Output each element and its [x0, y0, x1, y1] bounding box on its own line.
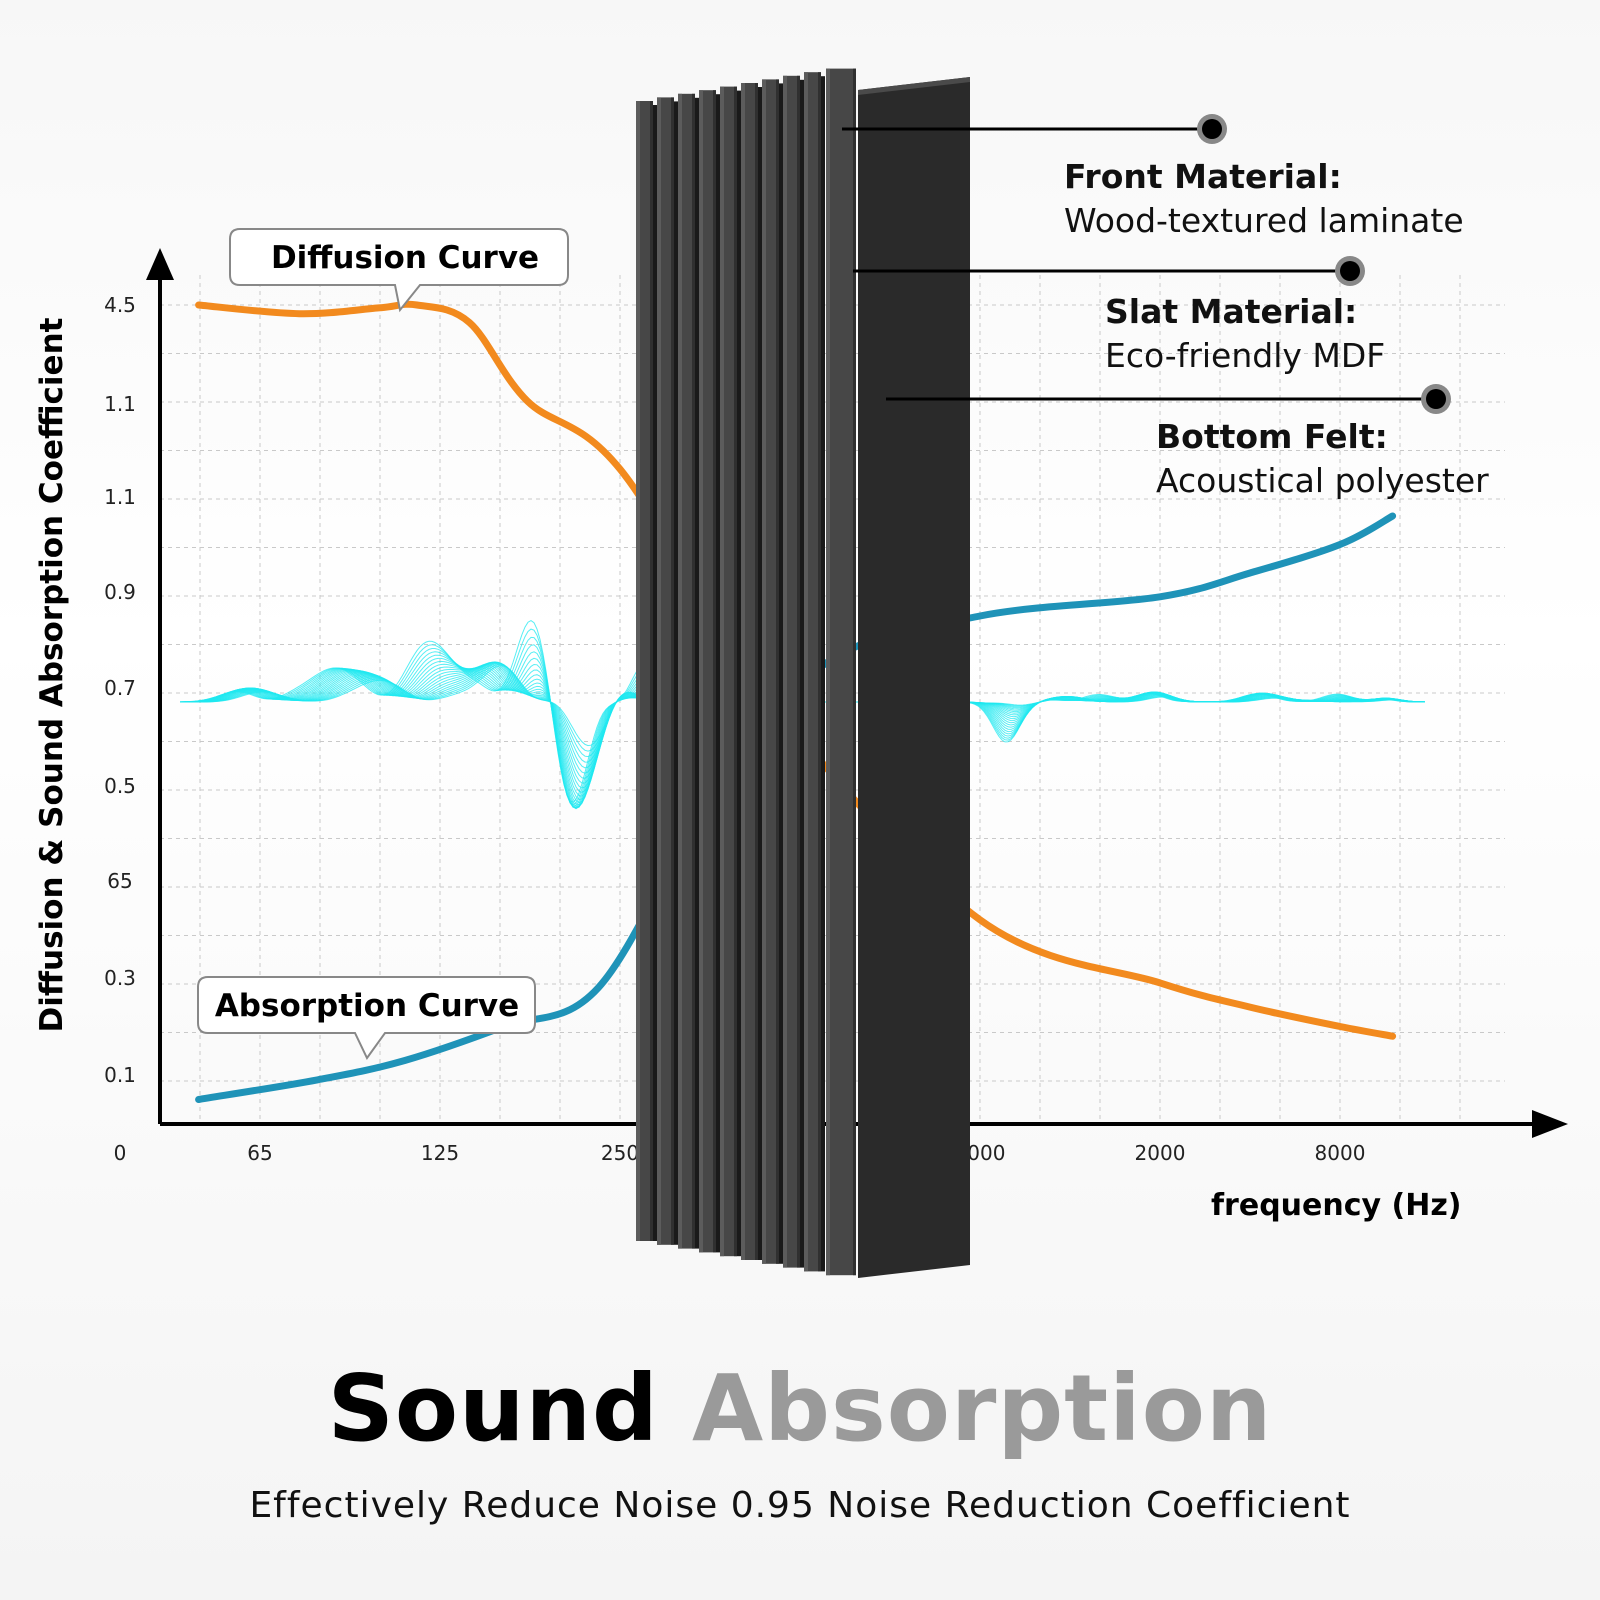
y-tick-label: 65 — [107, 869, 132, 893]
wood-slat-shadow — [776, 79, 779, 1264]
y-tick-label: 0.9 — [104, 580, 136, 604]
wood-slat — [678, 93, 695, 1249]
slat-gap — [821, 76, 825, 1272]
wood-slat-highlight — [762, 79, 766, 1264]
wood-slat-highlight — [720, 86, 724, 1257]
wood-slat — [699, 90, 716, 1253]
wood-slat — [636, 101, 653, 1241]
wood-slat — [741, 83, 758, 1260]
spec-front-value: Wood-textured laminate — [1064, 201, 1464, 240]
spec-leader-dot — [1340, 261, 1360, 281]
wood-slat-highlight — [783, 75, 787, 1268]
wood-slat-highlight — [741, 83, 745, 1260]
wood-slat-shadow — [818, 72, 821, 1272]
wood-slat — [783, 75, 800, 1268]
wood-slat-highlight — [826, 68, 830, 1276]
x-tick-label: 8000 — [1315, 1141, 1366, 1165]
spec-felt-label: Bottom Felt: — [1156, 417, 1388, 456]
spec-felt-value: Acoustical polyester — [1156, 461, 1489, 500]
x-axis-arrow — [1532, 1110, 1568, 1138]
page-subtitle: Effectively Reduce Noise 0.95 Noise Redu… — [249, 1485, 1351, 1526]
wood-slats — [636, 68, 856, 1276]
spec-front-label: Front Material: — [1064, 157, 1342, 196]
spec-leader-dot — [1426, 389, 1446, 409]
spec-leader-dot — [1202, 119, 1222, 139]
wood-slat — [762, 79, 779, 1264]
y-tick-label: 1.1 — [104, 392, 136, 416]
slat-gap — [674, 101, 678, 1245]
diffusion-callout: Diffusion Curve — [229, 228, 569, 313]
y-tick-label: 0.7 — [104, 676, 136, 700]
wood-slat-shadow — [671, 97, 674, 1245]
x-tick-label: 250 — [601, 1141, 639, 1165]
felt-backing-edge — [858, 77, 970, 95]
wood-slat-shadow — [797, 75, 800, 1268]
title-word-sound: Sound — [327, 1355, 659, 1462]
wood-slat — [826, 68, 856, 1276]
slat-gap — [758, 87, 762, 1260]
y-tick-label: 0.3 — [104, 966, 136, 990]
page-title: Sound Absorption — [0, 1355, 1600, 1462]
x-tick-label: 125 — [421, 1141, 459, 1165]
diffusion-callout-text: Diffusion Curve — [271, 240, 539, 276]
wood-slat — [720, 86, 737, 1257]
diffusion-callout-bubble — [229, 228, 569, 313]
slat-gap — [695, 97, 699, 1249]
absorption-callout-text: Absorption Curve — [215, 988, 519, 1024]
y-tick-label: 1.1 — [104, 485, 136, 509]
y-tick-label: 0.1 — [104, 1063, 136, 1087]
spec-front-material: Front Material: Wood-textured laminate — [1064, 157, 1464, 240]
x-tick-label: 65 — [247, 1141, 272, 1165]
wood-slat-highlight — [699, 90, 703, 1253]
slat-gap — [779, 83, 783, 1264]
spec-bottom-felt: Bottom Felt: Acoustical polyester — [1156, 417, 1489, 500]
wood-slat-highlight — [678, 93, 682, 1249]
spec-slat-value: Eco-friendly MDF — [1105, 336, 1385, 375]
slat-gap — [737, 90, 741, 1257]
y-tick-label: 4.5 — [104, 293, 136, 317]
wood-slat-shadow — [650, 101, 653, 1241]
wood-slat-shadow — [853, 68, 856, 1276]
wood-slat-shadow — [713, 90, 716, 1253]
wood-slat-highlight — [804, 72, 808, 1272]
slat-gap — [716, 94, 720, 1253]
wood-slat-highlight — [636, 101, 640, 1241]
spec-slat-label: Slat Material: — [1105, 292, 1357, 331]
absorption-callout-bubble — [197, 976, 536, 1060]
y-tick-label: 0.5 — [104, 774, 136, 798]
acoustic-panel-graphic — [636, 68, 970, 1278]
spec-leaders — [842, 114, 1451, 414]
y-axis-label: Diffusion & Sound Absorption Coefficient — [34, 317, 70, 1032]
wood-slat-highlight — [657, 97, 661, 1245]
title-word-absorption: Absorption — [691, 1355, 1273, 1462]
wood-slat — [657, 97, 674, 1245]
x-axis-label: frequency (Hz) — [1211, 1188, 1462, 1223]
wood-slat-shadow — [692, 93, 695, 1249]
slat-gap — [653, 105, 657, 1241]
x-origin-label: 0 — [114, 1141, 127, 1165]
spec-slat-material: Slat Material: Eco-friendly MDF — [1105, 292, 1385, 375]
x-tick-label: 2000 — [1135, 1141, 1186, 1165]
wood-slat-shadow — [755, 83, 758, 1260]
wood-slat-shadow — [734, 86, 737, 1257]
felt-backing — [858, 77, 970, 1278]
slat-gap — [800, 79, 804, 1268]
y-axis-arrow — [146, 248, 174, 280]
absorption-callout: Absorption Curve — [197, 976, 536, 1060]
wood-slat — [804, 72, 821, 1272]
